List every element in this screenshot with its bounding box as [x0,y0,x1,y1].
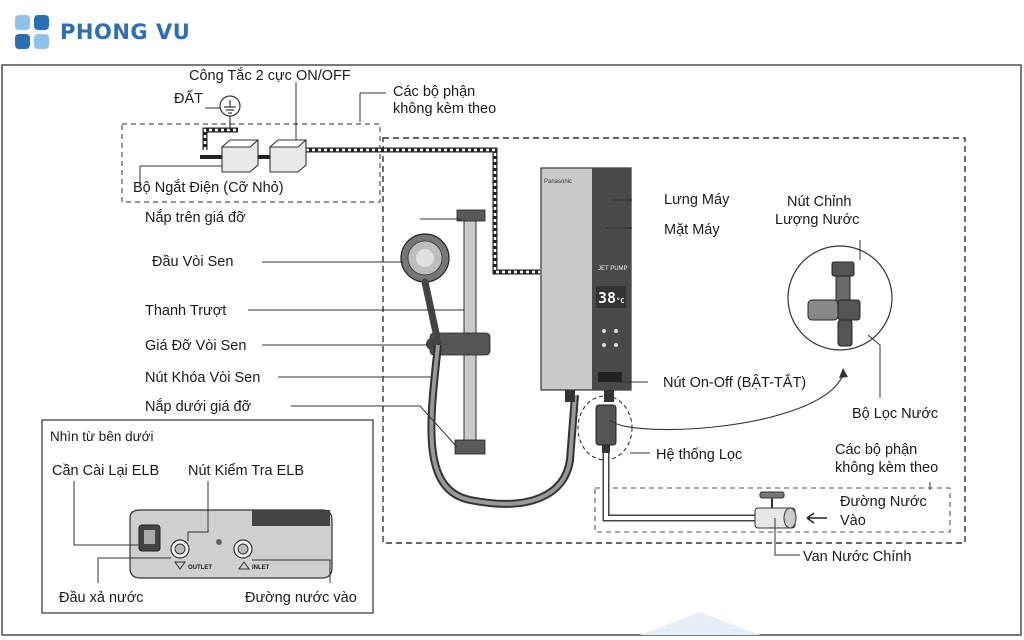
outlet-label: Đầu xả nước [59,590,144,606]
elb-reset-label: Cần Cài Lại ELB [52,463,159,479]
slide-bar-label: Thanh Trượt [145,303,226,319]
shower-head [400,233,450,346]
installation-area-box [382,137,966,544]
breaker-label: Bộ Ngắt Điện (Cỡ Nhỏ) [133,179,284,196]
inlet-mark: INLET [252,565,270,571]
brand-logo: PHONG VU [14,14,190,50]
switch-2pole-box [269,138,307,173]
brand-name: PHONG VU [60,20,191,44]
holder-lock-label: Nút Khóa Vòi Sen [145,370,260,386]
outlet-mark: OUTLET [188,565,212,571]
filter-system-highlight [577,395,633,461]
elb-test-label: Nút Kiểm Tra ELB [188,463,304,479]
device-brand-label: Panasonic [544,179,572,185]
rail-bottom-cap-label: Nắp dưới giá đỡ [145,398,252,415]
ground-label: ĐẤT [174,90,203,107]
bottom-view-device [129,509,333,579]
flow-knob-detail [807,261,861,347]
inlet-label: Đường nước vào [245,590,357,606]
rail-top-cap-label: Nắp trên giá đỡ [145,209,246,226]
bottom-view-title: Nhìn từ bên dưới [50,429,153,444]
power-button-label: Nút On-Off (BẬT-TẮT) [663,373,806,391]
brand-logo-icon [15,15,49,49]
breaker-box [221,138,259,173]
ground-icon [219,95,241,130]
back-panel-label: Lưng Máy [664,192,730,208]
device-mode-label: JET PUMP [598,266,628,272]
front-panel-label: Mặt Máy [664,222,720,238]
filter-to-knob-arrow [609,374,844,431]
shower-head-label: Đầu Vòi Sen [152,254,233,270]
shower-slide-bar [426,209,491,455]
not-included-plumbing-box [594,487,951,533]
filter-system-label: Hệ thống Lọc [656,447,742,463]
device-temperature-display: 38°C [598,289,625,307]
water-filter-label: Bộ Lọc Nước [852,406,938,422]
inlet-arrow [806,512,827,524]
not-included-electrical-box [121,123,381,203]
water-heater-unit [540,167,632,402]
diagram-frame [1,64,1022,636]
switch-2pole-label: Công Tắc 2 cực ON/OFF [189,67,351,84]
main-valve-label: Van Nước Chính [803,549,911,565]
watermark-chevron [640,612,760,635]
shower-holder-label: Giá Đỡ Vòi Sen [145,338,246,354]
filter-system [595,404,617,453]
